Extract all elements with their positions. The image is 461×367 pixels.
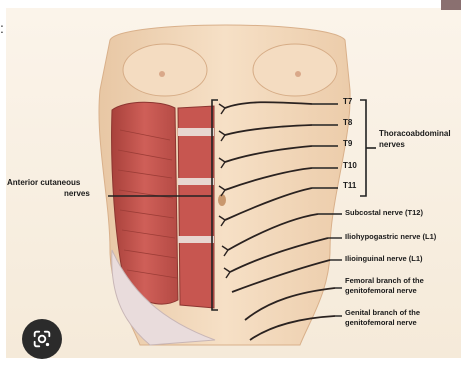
left-breast: [123, 44, 207, 96]
label-t11: T11: [343, 182, 356, 191]
label-genital-branch-2: genitofemoral nerve: [345, 319, 417, 327]
label-anterior-cutaneous: Anterior cutaneous: [7, 179, 80, 188]
right-nipple: [295, 71, 301, 77]
label-genital-branch: Genital branch of the: [345, 309, 420, 317]
label-thoracoabdominal: Thoracoabdominal: [379, 130, 451, 139]
label-iliohypogastric: Iliohypogastric nerve (L1): [345, 233, 436, 241]
navel: [218, 194, 226, 206]
lens-search-button[interactable]: [22, 319, 62, 359]
label-thoracoabdominal-nerves: nerves: [379, 141, 405, 150]
label-ilioinguinal: Ilioinguinal nerve (L1): [345, 255, 423, 263]
label-t9: T9: [343, 140, 352, 149]
tendon-band-2: [178, 178, 214, 185]
label-femoral-branch-2: genitofemoral nerve: [345, 287, 417, 295]
right-breast: [253, 44, 337, 96]
muscle-rectus: [178, 106, 214, 308]
label-femoral-branch: Femoral branch of the: [345, 277, 424, 285]
tendon-band-1: [178, 128, 214, 136]
left-edge-mark: :: [0, 20, 4, 36]
label-t10: T10: [343, 162, 357, 171]
label-subcostal: Subcostal nerve (T12): [345, 209, 423, 217]
label-anterior-cutaneous-nerves: nerves: [64, 190, 90, 199]
label-t8: T8: [343, 119, 352, 128]
corner-thumbnail-edge: [441, 0, 461, 10]
left-nipple: [159, 71, 165, 77]
tendon-band-3: [178, 236, 214, 243]
label-t7: T7: [343, 98, 352, 107]
google-lens-icon: [31, 328, 53, 350]
